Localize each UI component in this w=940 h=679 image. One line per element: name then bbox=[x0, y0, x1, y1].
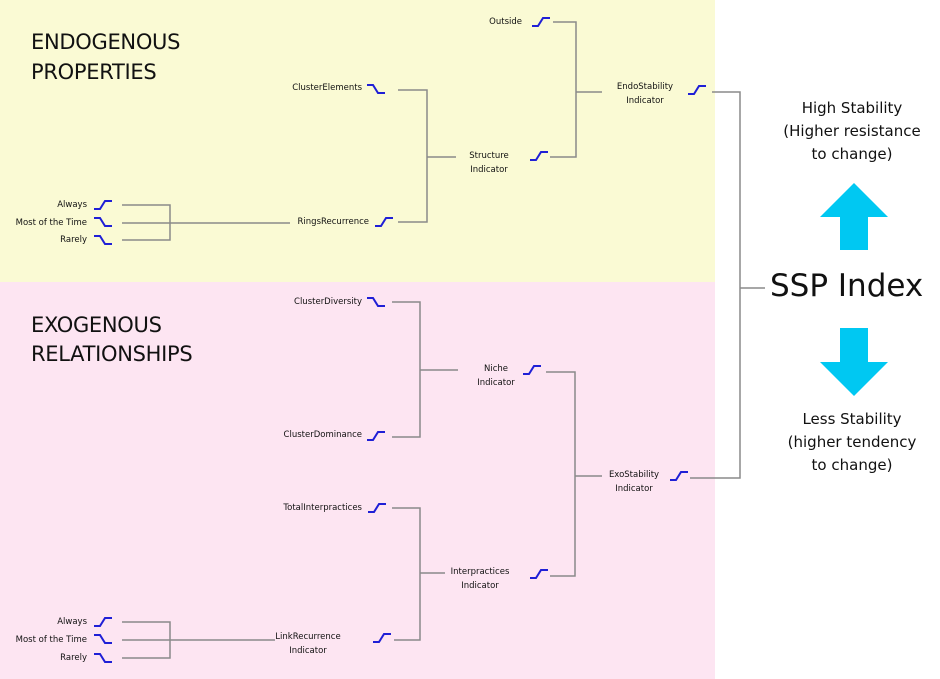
node-label: Niche bbox=[483, 364, 508, 374]
less-stability-caption: Less Stability (higher tendency to chang… bbox=[762, 408, 940, 477]
node-label: Indicator bbox=[461, 581, 499, 591]
step-down-icon bbox=[94, 653, 112, 663]
node-label: Indicator bbox=[470, 165, 508, 175]
caption-line: Less Stability bbox=[802, 410, 902, 428]
option-rarely: Rarely bbox=[60, 653, 87, 663]
connector bbox=[546, 371, 576, 577]
step-up-icon bbox=[523, 365, 541, 375]
node-label: Indicator bbox=[289, 646, 327, 656]
node-label: Indicator bbox=[615, 484, 653, 494]
option-rarely: Rarely bbox=[60, 235, 87, 245]
option-always: Always bbox=[57, 617, 87, 627]
arrow-up-icon bbox=[820, 183, 888, 250]
option-always: Always bbox=[57, 200, 87, 210]
node-cluster-dominance: ClusterDominance bbox=[283, 430, 362, 440]
step-up-icon bbox=[530, 569, 548, 579]
step-up-icon bbox=[94, 617, 112, 627]
connector bbox=[550, 21, 577, 158]
node-total-interpractices: TotalInterpractices bbox=[283, 503, 362, 513]
step-up-icon bbox=[688, 85, 706, 95]
step-up-icon bbox=[530, 151, 548, 161]
step-up-icon bbox=[367, 431, 385, 441]
exogenous-title: EXOGENOUS bbox=[31, 313, 162, 337]
endogenous-section bbox=[0, 0, 715, 282]
step-down-icon bbox=[367, 84, 385, 94]
step-up-icon bbox=[375, 217, 393, 227]
node-label: Indicator bbox=[477, 378, 515, 388]
node-label: Interpractices bbox=[450, 567, 510, 577]
node-cluster-elements: ClusterElements bbox=[292, 83, 362, 93]
node-label: ExoStability bbox=[608, 470, 660, 480]
option-most-of-the-time: Most of the Time bbox=[15, 635, 87, 645]
endogenous-title-2: PROPERTIES bbox=[31, 60, 157, 84]
node-rings-recurrence: RingsRecurrence bbox=[297, 217, 369, 227]
arrow-down-icon bbox=[820, 328, 888, 396]
node-label: Structure bbox=[469, 151, 509, 161]
option-most-of-the-time: Most of the Time bbox=[15, 218, 87, 228]
step-up-icon bbox=[373, 633, 391, 643]
connector bbox=[392, 507, 421, 641]
node-label: LinkRecurrence bbox=[275, 632, 341, 642]
node-cluster-diversity: ClusterDiversity bbox=[294, 297, 362, 307]
caption-line: High Stability bbox=[801, 99, 903, 117]
step-up-icon bbox=[94, 200, 112, 210]
step-down-icon bbox=[94, 235, 112, 245]
high-stability-caption: High Stability (Higher resistance to cha… bbox=[762, 97, 940, 166]
step-down-icon bbox=[367, 297, 385, 307]
step-up-icon bbox=[532, 17, 550, 27]
endogenous-title: ENDOGENOUS bbox=[31, 30, 181, 54]
caption-line: (higher tendency bbox=[787, 433, 917, 451]
step-up-icon bbox=[670, 471, 688, 481]
connector bbox=[690, 91, 741, 479]
step-down-icon bbox=[94, 634, 112, 644]
node-label: Indicator bbox=[626, 96, 664, 106]
ssp-index-title: SSP Index bbox=[770, 268, 924, 304]
connector bbox=[392, 301, 421, 438]
connector bbox=[398, 89, 428, 223]
node-outside: Outside bbox=[489, 17, 522, 27]
caption-line: (Higher resistance bbox=[783, 122, 921, 140]
step-up-icon bbox=[368, 503, 386, 513]
exogenous-section bbox=[0, 282, 715, 679]
caption-line: to change) bbox=[811, 456, 893, 474]
caption-line: to change) bbox=[811, 145, 893, 163]
exogenous-title-2: RELATIONSHIPS bbox=[31, 342, 193, 366]
step-down-icon bbox=[94, 217, 112, 227]
node-label: EndoStability bbox=[616, 82, 674, 92]
